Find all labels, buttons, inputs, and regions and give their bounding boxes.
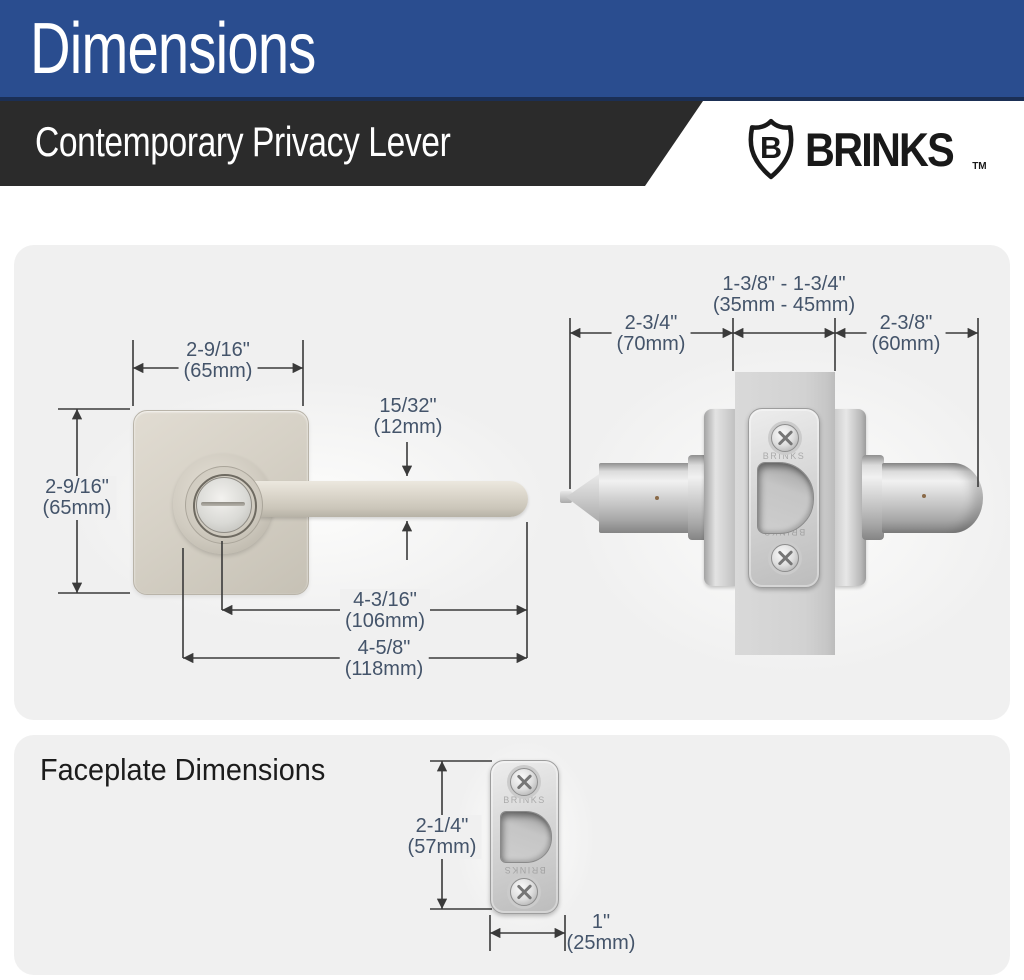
brand-name: BRINKS (805, 122, 955, 176)
faceplate-screw-bottom (771, 544, 799, 572)
latch-cutout (500, 811, 552, 863)
dim-lever-center-length: 4-3/16" (106mm) (339, 589, 431, 633)
shield-letter: B (760, 131, 782, 165)
dim-interior-projection: 2-3/8" (60mm) (866, 312, 946, 356)
dim-rosette-width: 2-9/16" (65mm) (178, 339, 258, 383)
embossed-brand-text: BRINKS (503, 795, 546, 805)
barrel-pin-right (922, 494, 926, 498)
exterior-mounting-plate (704, 409, 737, 586)
interior-collar (862, 455, 884, 540)
barrel-pin-left (655, 496, 659, 500)
spindle-barrel-interior (882, 463, 983, 533)
dim-lever-total-length: 4-5/8" (118mm) (339, 637, 429, 681)
latch-cutout (757, 462, 814, 534)
lever-handle (252, 481, 528, 517)
dim-lever-thickness: 15/32" (12mm) (373, 395, 443, 438)
faceplate-section-title: Faceplate Dimensions (40, 752, 326, 787)
privacy-button-ring (193, 474, 257, 538)
dim-exterior-projection: 2-3/4" (70mm) (611, 312, 691, 356)
dim-door-thickness: 1-3/8" - 1-3/4" (35mm - 45mm) (712, 273, 856, 316)
dim-rosette-height: 2-9/16" (65mm) (37, 476, 117, 520)
dim-faceplate-width: 1" (25mm) (566, 911, 636, 954)
brinks-shield-icon: B (748, 118, 794, 180)
page-title: Dimensions (30, 9, 316, 89)
interior-mounting-plate (833, 409, 866, 586)
faceplate-screw-top (771, 424, 799, 452)
dim-faceplate-height: 2-1/4" (57mm) (402, 815, 482, 859)
product-title: Contemporary Privacy Lever (35, 118, 451, 165)
header-bar (0, 0, 1024, 101)
privacy-button-slot (201, 502, 245, 506)
product-banner (0, 101, 703, 186)
latch-bolt-tip (560, 491, 572, 503)
embossed-brand-text: BRINKS (762, 451, 806, 461)
embossed-brand-text-inverted: BRINKS (503, 865, 546, 875)
faceplate-screw-top (510, 768, 538, 796)
brand-logo: B BRINKS TM (744, 116, 987, 182)
latch-barrel-exterior (599, 463, 692, 533)
faceplate-screw-bottom (510, 878, 538, 906)
trademark-mark: TM (972, 161, 987, 172)
